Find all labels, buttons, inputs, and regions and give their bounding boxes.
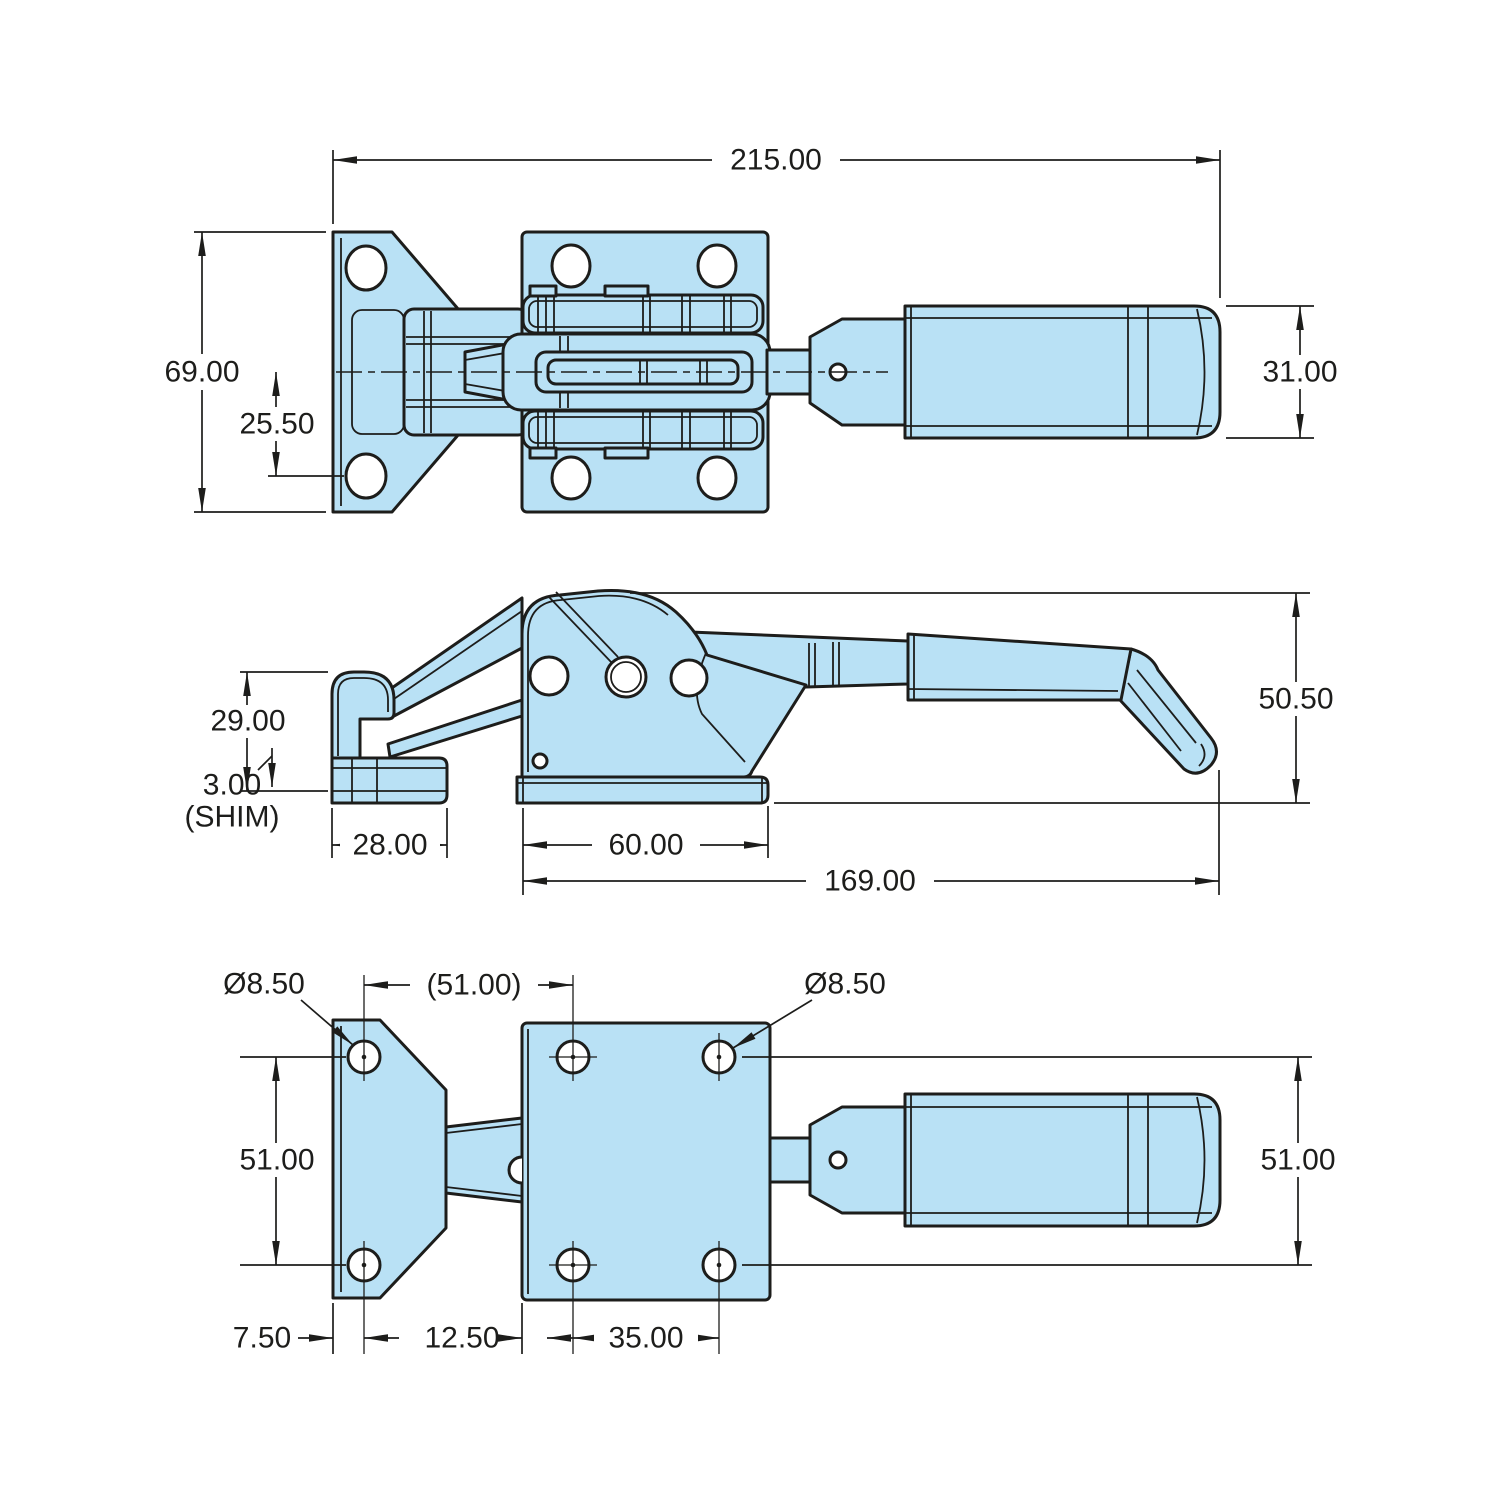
dim-51-left: 51.00 (239, 1144, 314, 1177)
dim-3-00: 3.00 (203, 769, 261, 802)
callout-hole-dia-right: Ø8.50 (732, 968, 886, 1049)
dim-29: 29.00 (210, 705, 285, 738)
keeper-base-side (330, 756, 449, 805)
dim-12-50: 12.50 (424, 1322, 499, 1355)
dimension-hole-offset: 25.50 (234, 372, 344, 477)
handle-end-side (1118, 647, 1218, 775)
dim-51-right: 51.00 (1260, 1144, 1335, 1177)
side-view: 50.50 29.00 3.00 (SHIM) 28.00 60 (185, 588, 1344, 898)
keeper-hook-side (330, 670, 396, 760)
mounting-holes (346, 975, 737, 1354)
clamp-body-side (520, 588, 808, 779)
handle-grip-top (903, 304, 1222, 440)
dimension-hole-span-right: 51.00 (742, 1056, 1342, 1266)
callout-hole-dia-left: Ø8.50 (223, 968, 354, 1046)
dim-dia-right: Ø8.50 (804, 968, 886, 1001)
hex-neck-bottom (808, 1105, 907, 1215)
shim-label: (SHIM) (185, 801, 280, 834)
dimension-handle-drop: 50.50 (630, 592, 1344, 804)
dim-35: 35.00 (608, 1322, 683, 1355)
dim-28: 28.00 (352, 829, 427, 862)
dim-215: 215.00 (730, 144, 822, 177)
dimension-hole-pitch: 35.00 (573, 1322, 719, 1355)
keeper-hole-bottom (344, 452, 388, 500)
keeper-plate-bottom-view (331, 1018, 448, 1300)
keeper-hole-top (344, 244, 388, 292)
dimension-hole-span-left: 51.00 (233, 1056, 346, 1266)
dimension-keeper-base-width: 28.00 (331, 808, 448, 862)
bottom-view: (51.00) Ø8.50 Ø8.50 51.00 51.00 (223, 967, 1342, 1355)
pivot-pin (604, 655, 648, 699)
dimension-overall-length: 169.00 (523, 770, 1220, 898)
base-flange-side (515, 775, 770, 805)
dim-50-50: 50.50 (1258, 683, 1333, 716)
dim-51-ref: (51.00) (426, 969, 521, 1002)
dimension-handle-width: 31.00 (1226, 305, 1346, 439)
body-hole-small (531, 752, 549, 770)
dimension-hole-span-ref: (51.00) (364, 967, 573, 1003)
top-view: 215.00 69.00 25.50 31.00 (158, 142, 1346, 514)
dim-7-50: 7.50 (233, 1322, 291, 1355)
body-hole-1 (528, 655, 570, 697)
dim-69: 69.00 (164, 356, 239, 389)
body-hole-2 (669, 658, 709, 698)
dimension-plate-height: 69.00 (158, 231, 326, 513)
dim-60: 60.00 (608, 829, 683, 862)
dimension-edge-to-first-hole: 12.50 (424, 1303, 573, 1355)
rod-connector-bottom (768, 1136, 814, 1184)
dimension-base-width: 60.00 (522, 806, 769, 895)
handle-grip-bottom (903, 1092, 1222, 1228)
handle-sleeve-side (906, 632, 1133, 702)
link-bottom-view (444, 1116, 524, 1204)
dim-169: 169.00 (824, 865, 916, 898)
dim-31: 31.00 (1262, 356, 1337, 389)
pivot-notch (507, 1155, 523, 1185)
dimension-edge-to-hole: 7.50 (233, 1303, 399, 1355)
dimension-keeper-height: 29.00 (204, 671, 328, 792)
dimension-overall-width: 215.00 (332, 142, 1221, 298)
dimension-shim: 3.00 (SHIM) (185, 748, 280, 834)
dim-25-50: 25.50 (239, 408, 314, 441)
dim-dia-left: Ø8.50 (223, 968, 305, 1001)
